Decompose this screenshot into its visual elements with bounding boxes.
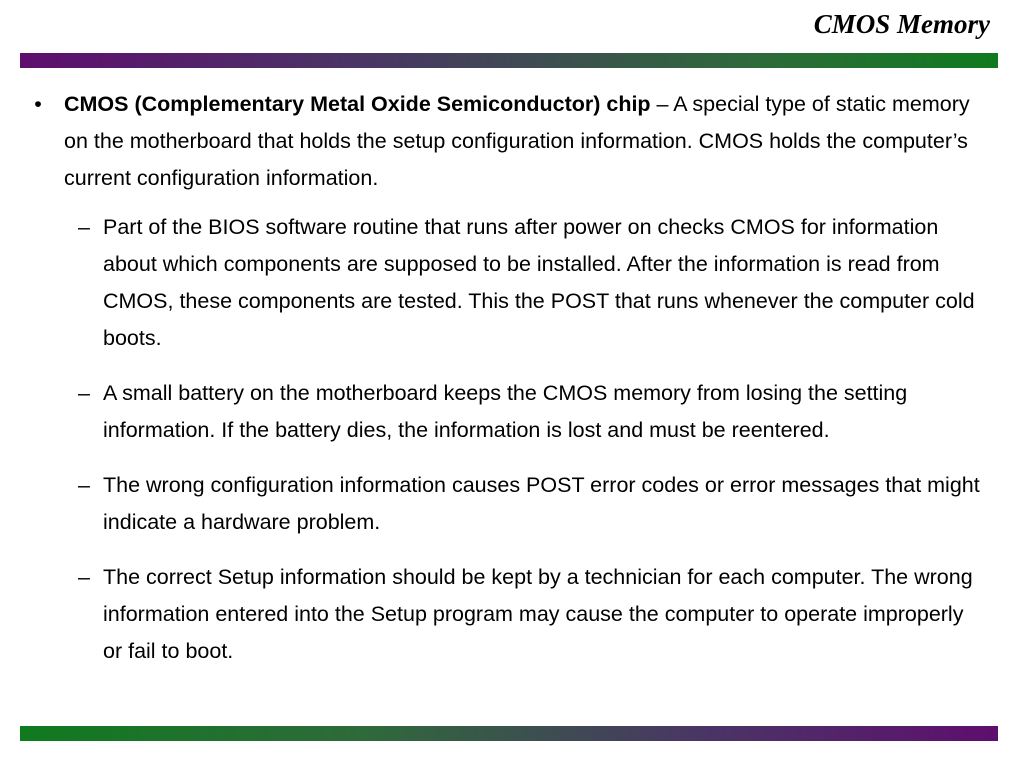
sub-bullet-text: The correct Setup information should be … (103, 565, 973, 663)
slide-content: • CMOS (Complementary Metal Oxide Semico… (28, 86, 988, 688)
bullet-text: – A special type of static memory on the… (64, 92, 970, 190)
footer-divider-bar (20, 726, 998, 741)
main-bullet: • CMOS (Complementary Metal Oxide Semico… (28, 86, 988, 197)
dash-marker: – (78, 381, 90, 405)
sub-bullet-text: Part of the BIOS software routine that r… (103, 215, 975, 350)
sub-bullet-text: A small battery on the motherboard keeps… (103, 381, 908, 442)
slide-title: CMOS Memory (813, 9, 990, 39)
sub-bullet-item: – The wrong configuration information ca… (28, 467, 988, 541)
bullet-term: CMOS (Complementary Metal Oxide Semicond… (64, 92, 651, 116)
dash-marker: – (78, 215, 90, 239)
sub-bullet-text: The wrong configuration information caus… (103, 473, 980, 534)
sub-bullet-item: – A small battery on the motherboard kee… (28, 375, 988, 449)
sub-bullet-item: – Part of the BIOS software routine that… (28, 209, 988, 357)
dash-marker: – (78, 473, 90, 497)
bullet-marker: • (34, 92, 42, 116)
header-divider-bar (20, 53, 998, 68)
sub-bullet-list: – Part of the BIOS software routine that… (28, 209, 988, 670)
sub-bullet-item: – The correct Setup information should b… (28, 559, 988, 670)
dash-marker: – (78, 565, 90, 589)
